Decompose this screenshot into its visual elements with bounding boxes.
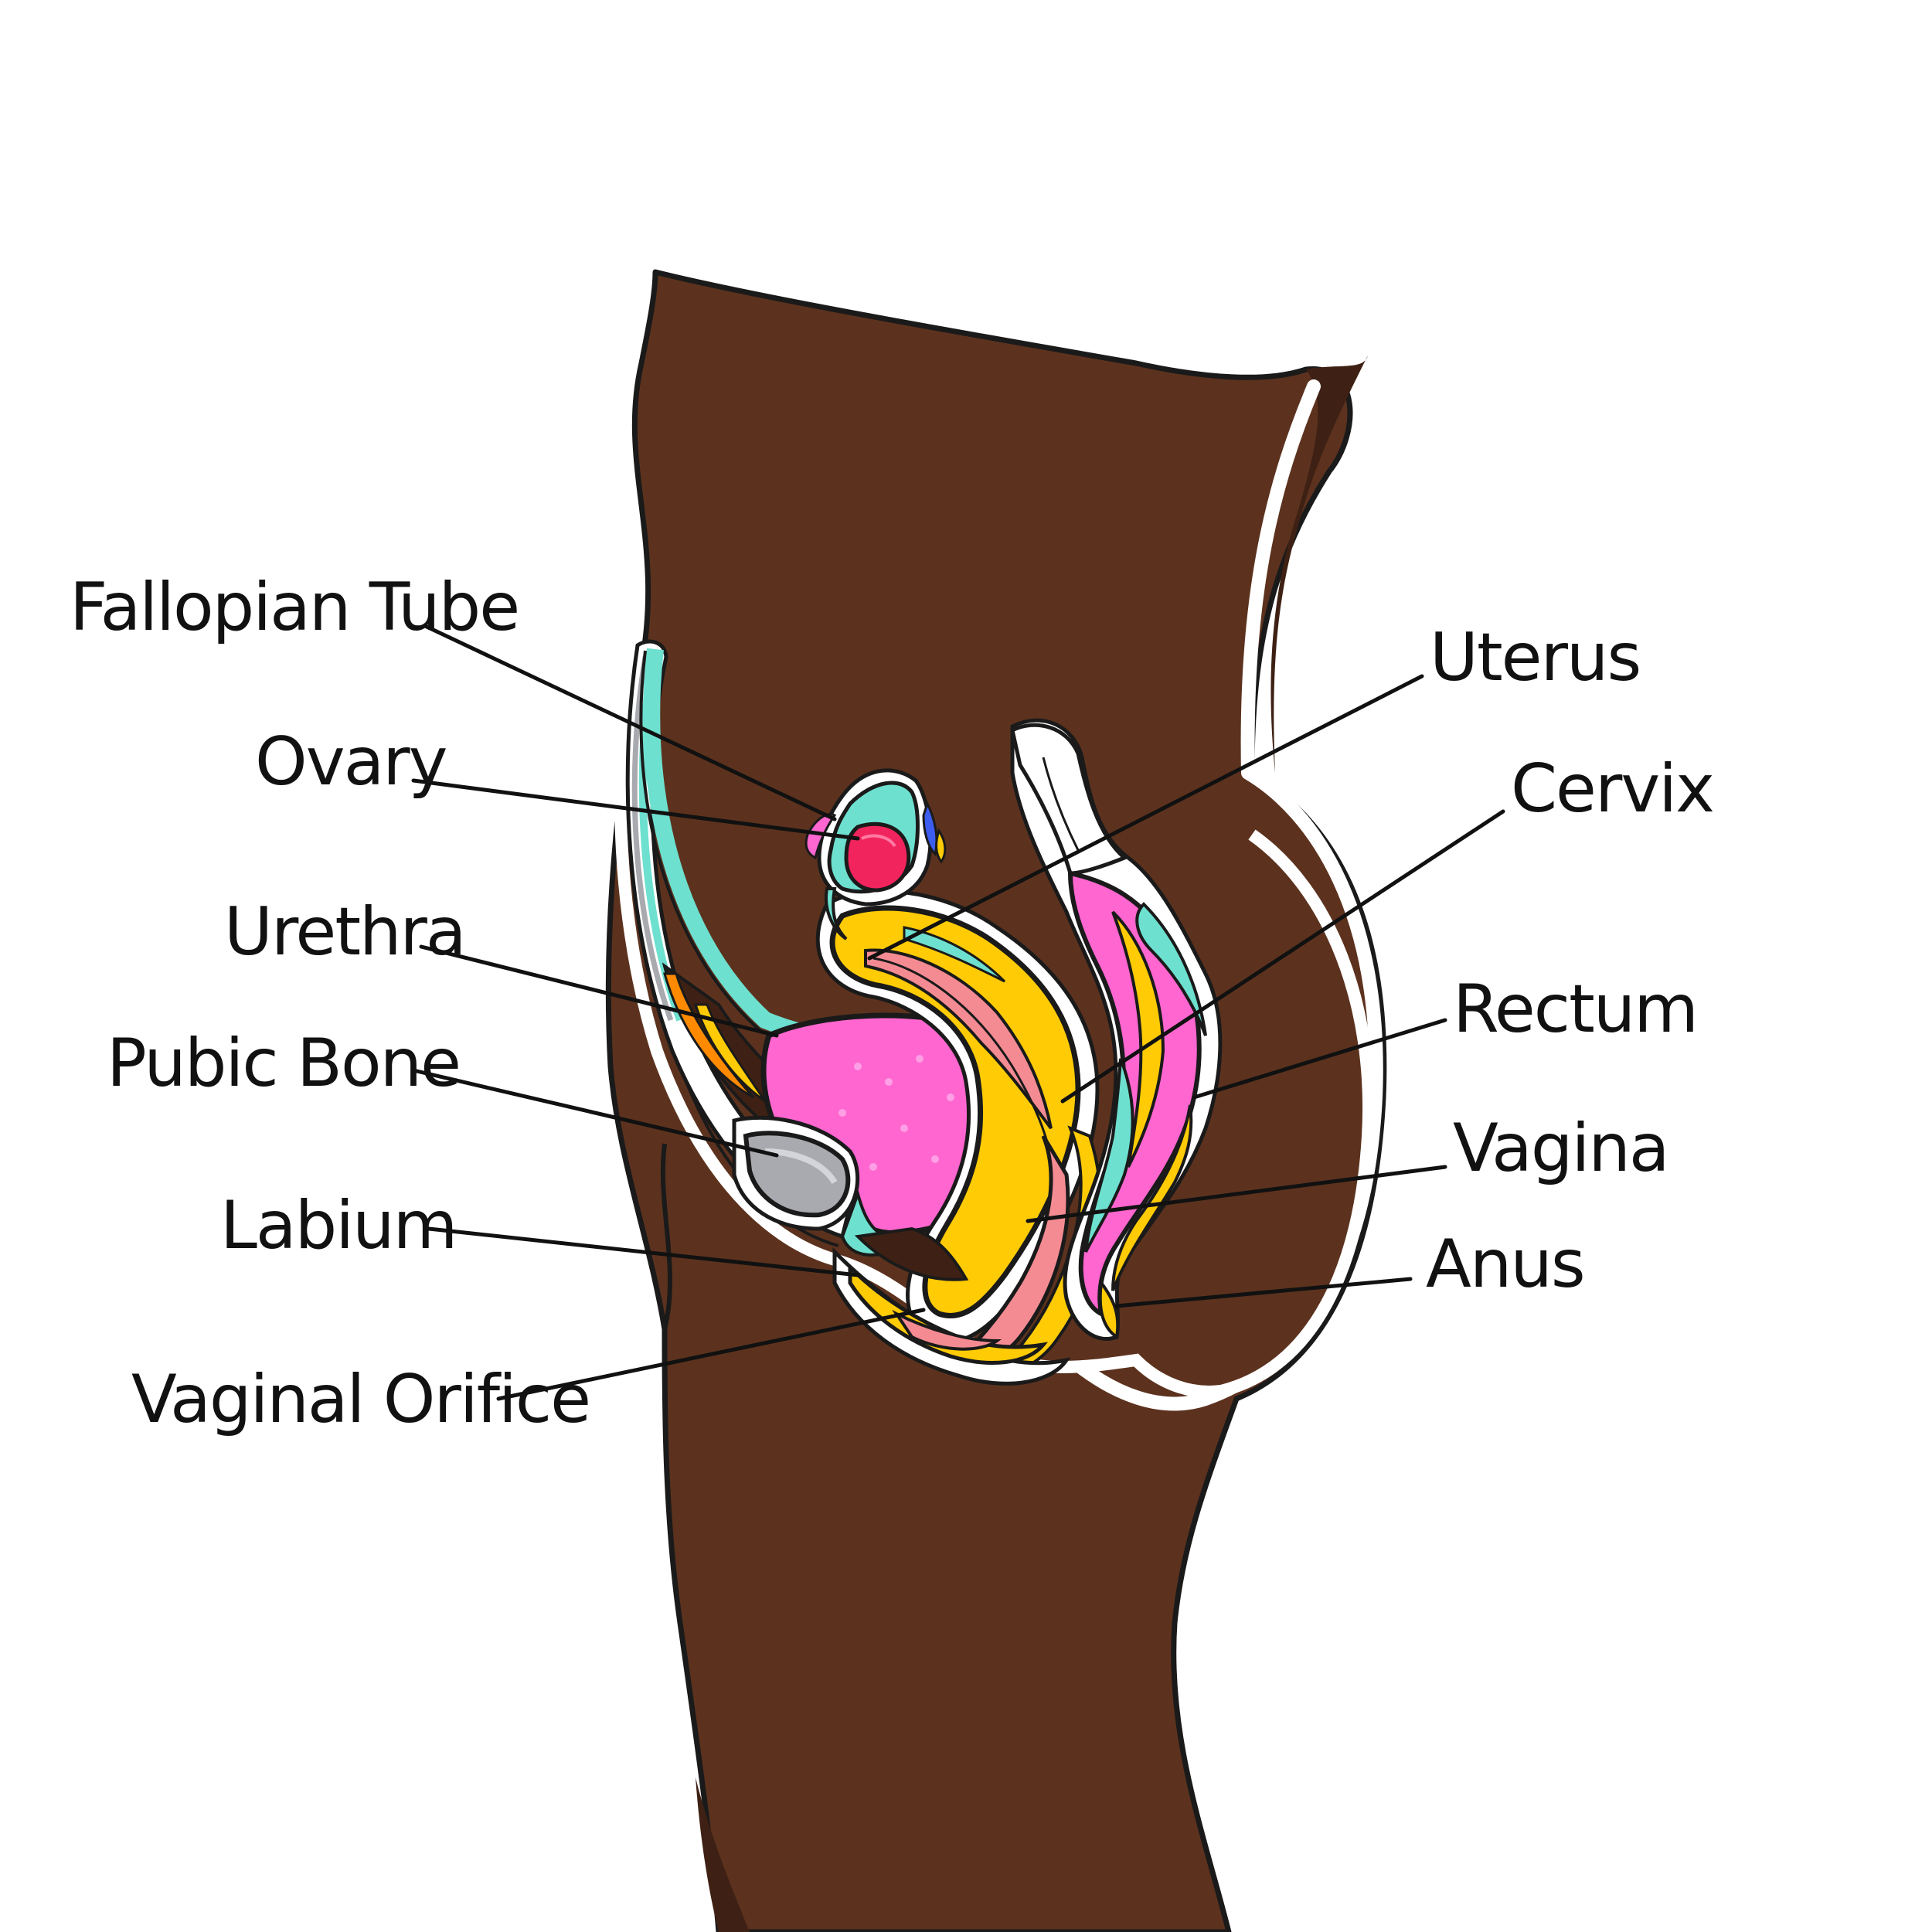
ovary-highlight [861, 834, 896, 848]
vaginal-orifice [892, 1309, 1002, 1351]
fimbria-blue [922, 801, 938, 856]
rectum-teal-band [1135, 902, 1207, 1036]
leader-pubic-bone [411, 1068, 779, 1158]
text-labels: Fallopian Tube Ovary Urethra Pubic Bone … [70, 569, 1715, 1438]
leader-urethra [419, 944, 779, 1038]
uterus-teal-streak [903, 926, 1006, 983]
rectum-group [1010, 718, 1223, 1342]
rectum-yellow-2 [1111, 1104, 1193, 1291]
uterine-cavity [864, 948, 1053, 1130]
sigmoid-white-crease [1042, 757, 1080, 851]
uterine-canal [872, 957, 1053, 1160]
fallopian-stalk [825, 887, 848, 940]
ovary [844, 821, 911, 893]
label-fallopian-tube: Fallopian Tube [70, 569, 519, 646]
leader-ovary [411, 778, 860, 841]
back-highlight [1075, 379, 1383, 1411]
leg-shadow [696, 1777, 750, 1932]
leader-cervix [1060, 809, 1505, 1104]
label-pubic-bone: Pubic Bone [107, 1025, 460, 1102]
front-crease [660, 1143, 673, 1330]
anus [1098, 1278, 1120, 1340]
label-vaginal-orifice: Vaginal Orifice [131, 1361, 590, 1438]
rectum-yellow-1 [1111, 910, 1165, 1168]
leader-lines [411, 624, 1505, 1401]
label-anus: Anus [1426, 1226, 1584, 1303]
ovary-group [804, 768, 947, 940]
leader-vaginal-orifice [496, 1308, 926, 1401]
anterior-wall-gray [631, 656, 674, 1022]
pubic-bone-group [732, 1115, 860, 1231]
leader-vagina [1026, 1165, 1447, 1223]
label-cervix: Cervix [1511, 750, 1713, 828]
label-rectum: Rectum [1453, 971, 1697, 1048]
label-labium: Labium [220, 1187, 456, 1264]
bladder-texture [838, 1055, 978, 1171]
leader-fallopian-tube [423, 624, 837, 821]
label-uterus: Uterus [1430, 619, 1640, 696]
back-edge-shadow [1270, 355, 1368, 773]
pubic-bone-highlight [764, 1148, 838, 1185]
leader-uterus [867, 674, 1424, 961]
leader-labium [427, 1226, 860, 1277]
perineum [854, 1226, 969, 1281]
label-ovary: Ovary [255, 723, 447, 801]
leader-rectum [1192, 1018, 1447, 1100]
leader-anus [1114, 1277, 1413, 1308]
orange-streak-1 [663, 972, 755, 1099]
uterus [829, 905, 1081, 1319]
label-vagina: Vagina [1453, 1110, 1668, 1187]
urethra-tube-outline [639, 650, 763, 1033]
label-urethra: Urethra [224, 893, 465, 971]
sigmoid-white [1010, 723, 1128, 876]
fimbria-yellow [935, 828, 947, 864]
